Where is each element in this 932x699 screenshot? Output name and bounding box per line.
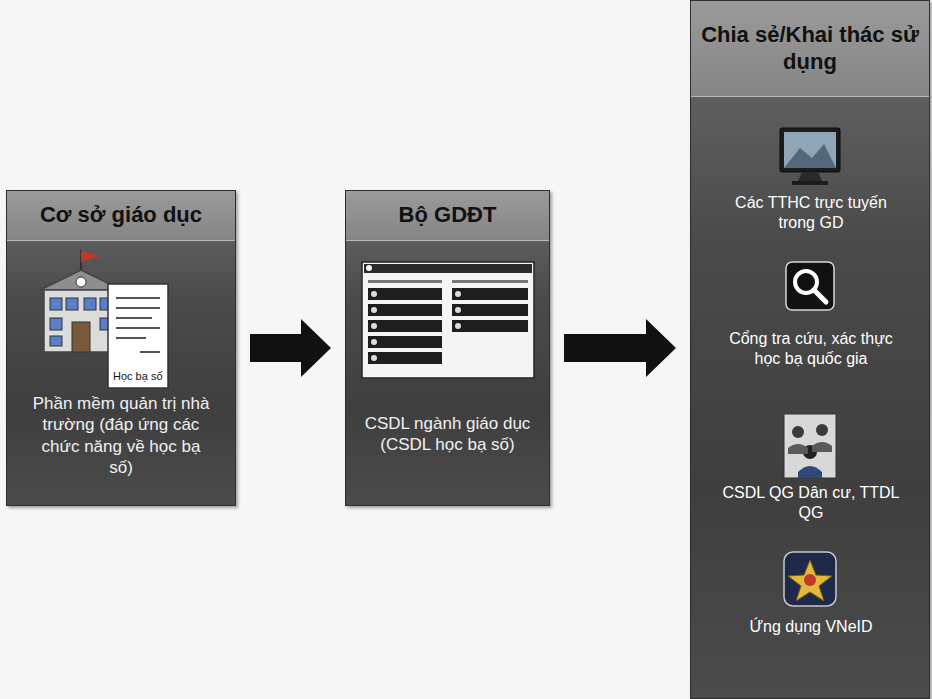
flow-arrow: [250, 319, 331, 377]
panel-heading: Chia sẻ/Khai thác sử dụng: [691, 1, 929, 97]
panel-box: Bộ GDĐT CSDL ngành giáo dục (CSDL học bạ …: [345, 190, 550, 506]
vneid-icon: [784, 552, 836, 606]
item-text: CSDL QG Dân cư, TTDL QG: [697, 483, 925, 522]
output-item: Cổng tra cứu, xác thực học bạ quốc gia: [697, 259, 925, 374]
item-text: Cổng tra cứu, xác thực học bạ quốc gia: [697, 329, 925, 368]
item-text: Ứng dụng VNeID: [697, 617, 925, 637]
flow-arrow: [564, 319, 676, 377]
panel-box: Chia sẻ/Khai thác sử dụngCác TTHC trực t…: [690, 0, 930, 699]
search-icon: [786, 262, 834, 310]
panel-box: Cơ sở giáo dụcPhần mềm quản trị nhà trườ…: [6, 190, 236, 506]
people-icon: [784, 414, 836, 478]
panel-body-text: CSDL ngành giáo dục (CSDL học bạ số): [346, 413, 549, 456]
output-item: Các TTHC trực tuyến trong GD: [697, 123, 925, 238]
item-text: Các TTHC trực tuyến trong GD: [697, 193, 925, 232]
monitor-icon: [780, 128, 840, 185]
document-icon: [108, 284, 168, 388]
output-item: CSDL QG Dân cư, TTDL QG: [697, 411, 925, 528]
output-item: Ứng dụng VNeID: [697, 547, 925, 643]
icon-caption: Học bạ số: [113, 370, 163, 382]
panel-heading: Cơ sở giáo dục: [7, 191, 235, 241]
panel-body-text: Phần mềm quản trị nhà trường (đáp ứng cá…: [7, 393, 235, 478]
school-icon: [40, 250, 122, 352]
database-screenshot: [362, 262, 534, 378]
panel-heading: Bộ GDĐT: [346, 191, 549, 241]
